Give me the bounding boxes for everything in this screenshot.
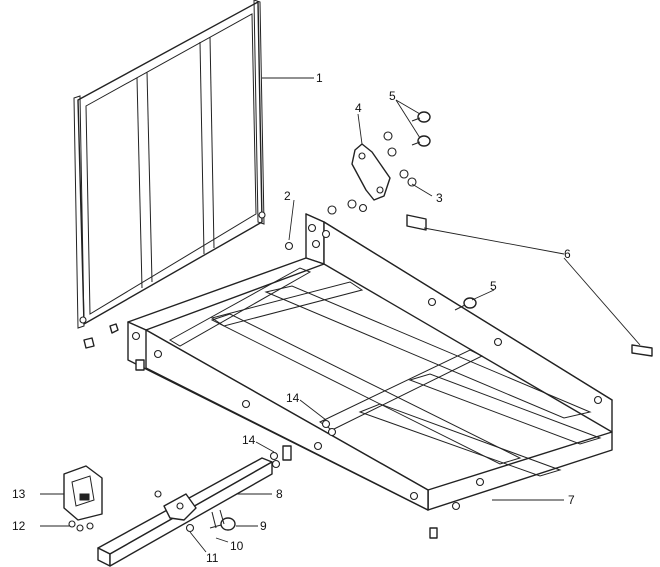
callout-2: 2 (284, 189, 291, 203)
bracket-bolts-and-nuts (327, 111, 431, 215)
callout-10: 10 (230, 539, 244, 553)
callout-12: 12 (12, 519, 26, 533)
callout-14-lower: 14 (242, 433, 256, 447)
callout-11: 11 (206, 551, 219, 565)
leader-lines (40, 77, 641, 553)
callout-5-top: 5 (389, 89, 396, 103)
frame-nuts (83, 241, 294, 349)
callout-9: 9 (260, 519, 267, 533)
nuts-part-12 (68, 520, 94, 532)
label-plates-part-6 (406, 214, 653, 357)
callout-1: 1 (316, 71, 323, 85)
bracket-part-4 (351, 143, 391, 201)
callout-3: 3 (436, 191, 443, 205)
callout-6: 6 (564, 247, 571, 261)
upright-frame-part-1 (73, 0, 266, 329)
callout-7: 7 (568, 493, 575, 507)
callout-4: 4 (355, 101, 362, 115)
tube-part-8 (97, 457, 273, 567)
base-frame-part-7 (127, 213, 613, 539)
base-bolts (269, 297, 477, 469)
callout-8: 8 (276, 487, 283, 501)
callout-labels: 1 2 3 4 5 5 6 7 8 9 10 11 12 13 14 14 (12, 71, 575, 565)
callout-13: 13 (12, 487, 26, 501)
clamp-block-part-13 (63, 465, 103, 521)
callout-14-upper: 14 (286, 391, 300, 405)
callout-5-base: 5 (490, 279, 497, 293)
pin-and-bolt-parts-9-10-11 (185, 509, 236, 533)
